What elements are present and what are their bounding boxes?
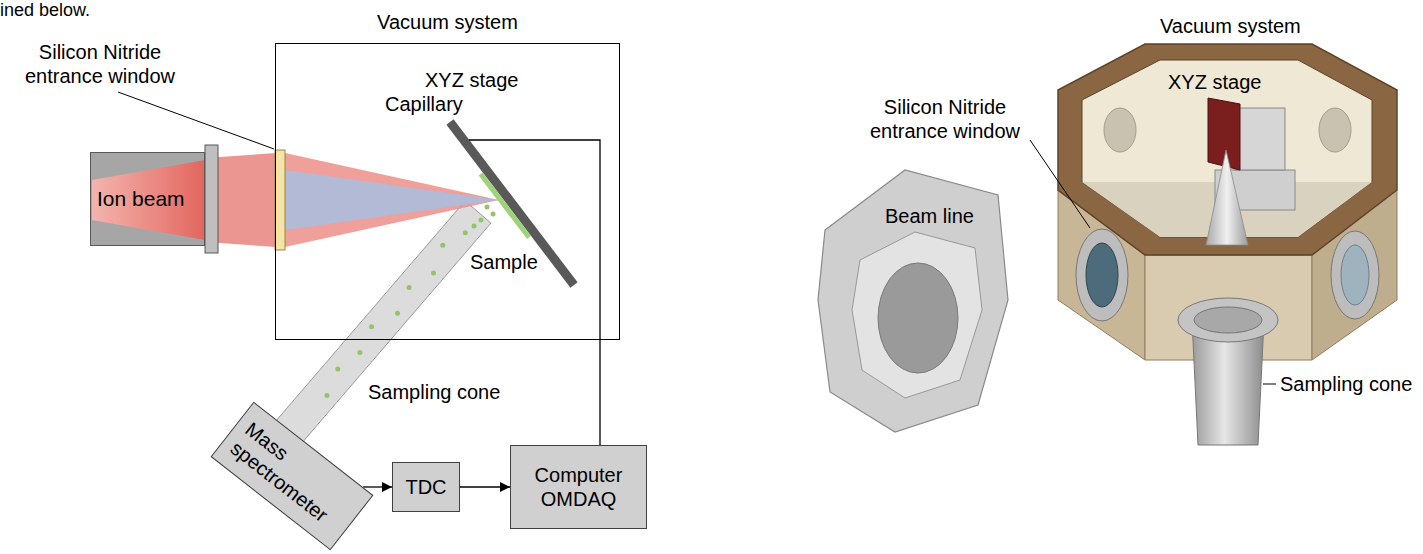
particle <box>440 243 445 248</box>
particle <box>357 350 362 355</box>
box-heading: Vacuum system <box>276 10 619 34</box>
ion-beam <box>92 160 205 240</box>
tdc-box: TDC <box>392 462 460 512</box>
box-label: Computer OMDAQ <box>519 463 638 511</box>
particle <box>431 270 436 275</box>
leader-line <box>118 92 274 149</box>
sputtered-particles <box>325 205 496 398</box>
capillary-cone <box>1206 150 1248 245</box>
sample-strip <box>481 174 529 238</box>
part-label: XYZ stage <box>425 68 518 92</box>
part-label: Sample <box>470 250 538 274</box>
stage-block <box>1235 108 1285 170</box>
capillary <box>285 170 499 230</box>
part-label: Sampling cone <box>368 380 500 404</box>
computer-box: Computer OMDAQ <box>510 445 647 529</box>
ion-beam-cone <box>285 153 499 247</box>
chamber-top-rim <box>1058 44 1397 255</box>
entrance-window <box>1086 243 1118 307</box>
part-label: XYZ stage <box>1168 70 1261 94</box>
particle <box>369 324 374 329</box>
ion-source-box: Ion beam <box>90 152 205 246</box>
part-label: Sampling cone <box>1280 372 1412 396</box>
beam-line-bore <box>878 263 958 373</box>
ion-source-fill <box>90 152 205 246</box>
particle <box>479 218 484 223</box>
beam-line-flange <box>852 232 982 398</box>
window-flange <box>1076 229 1128 321</box>
particle <box>491 212 496 217</box>
part-label: Vacuum system <box>1160 14 1301 38</box>
part-label: Beam line <box>885 204 974 228</box>
particle <box>485 205 490 210</box>
beam-flange <box>205 145 218 253</box>
signal-arrow <box>363 486 392 487</box>
particle <box>335 367 340 372</box>
beam-line-body <box>818 170 1008 432</box>
part-label: Capillary <box>385 92 463 116</box>
sampling-cone-bore <box>1194 307 1262 333</box>
particle <box>395 311 400 316</box>
sampling-cone-flange <box>1178 298 1278 342</box>
particle <box>463 230 468 235</box>
box-label: TDC <box>405 475 446 499</box>
particle <box>472 224 477 229</box>
box-label: Ion beam <box>97 186 185 211</box>
part-label: Silicon Nitride entrance window <box>15 40 185 88</box>
xyz-stage-plate <box>450 122 574 285</box>
side-port <box>1331 231 1379 319</box>
side-port-window <box>1341 245 1369 305</box>
part-label: Silicon Nitride entrance window <box>845 95 1045 143</box>
box-label: Mass spectrometer <box>226 417 358 535</box>
chamber-port <box>1104 108 1136 152</box>
cut-caption-text: ined below. <box>0 0 90 22</box>
leader-line <box>1263 384 1276 385</box>
chamber-port <box>1319 108 1351 152</box>
leader-line <box>1030 140 1090 228</box>
particle <box>407 285 412 290</box>
signal-arrow <box>460 486 510 487</box>
entrance-window <box>275 150 285 250</box>
particle <box>325 393 330 398</box>
